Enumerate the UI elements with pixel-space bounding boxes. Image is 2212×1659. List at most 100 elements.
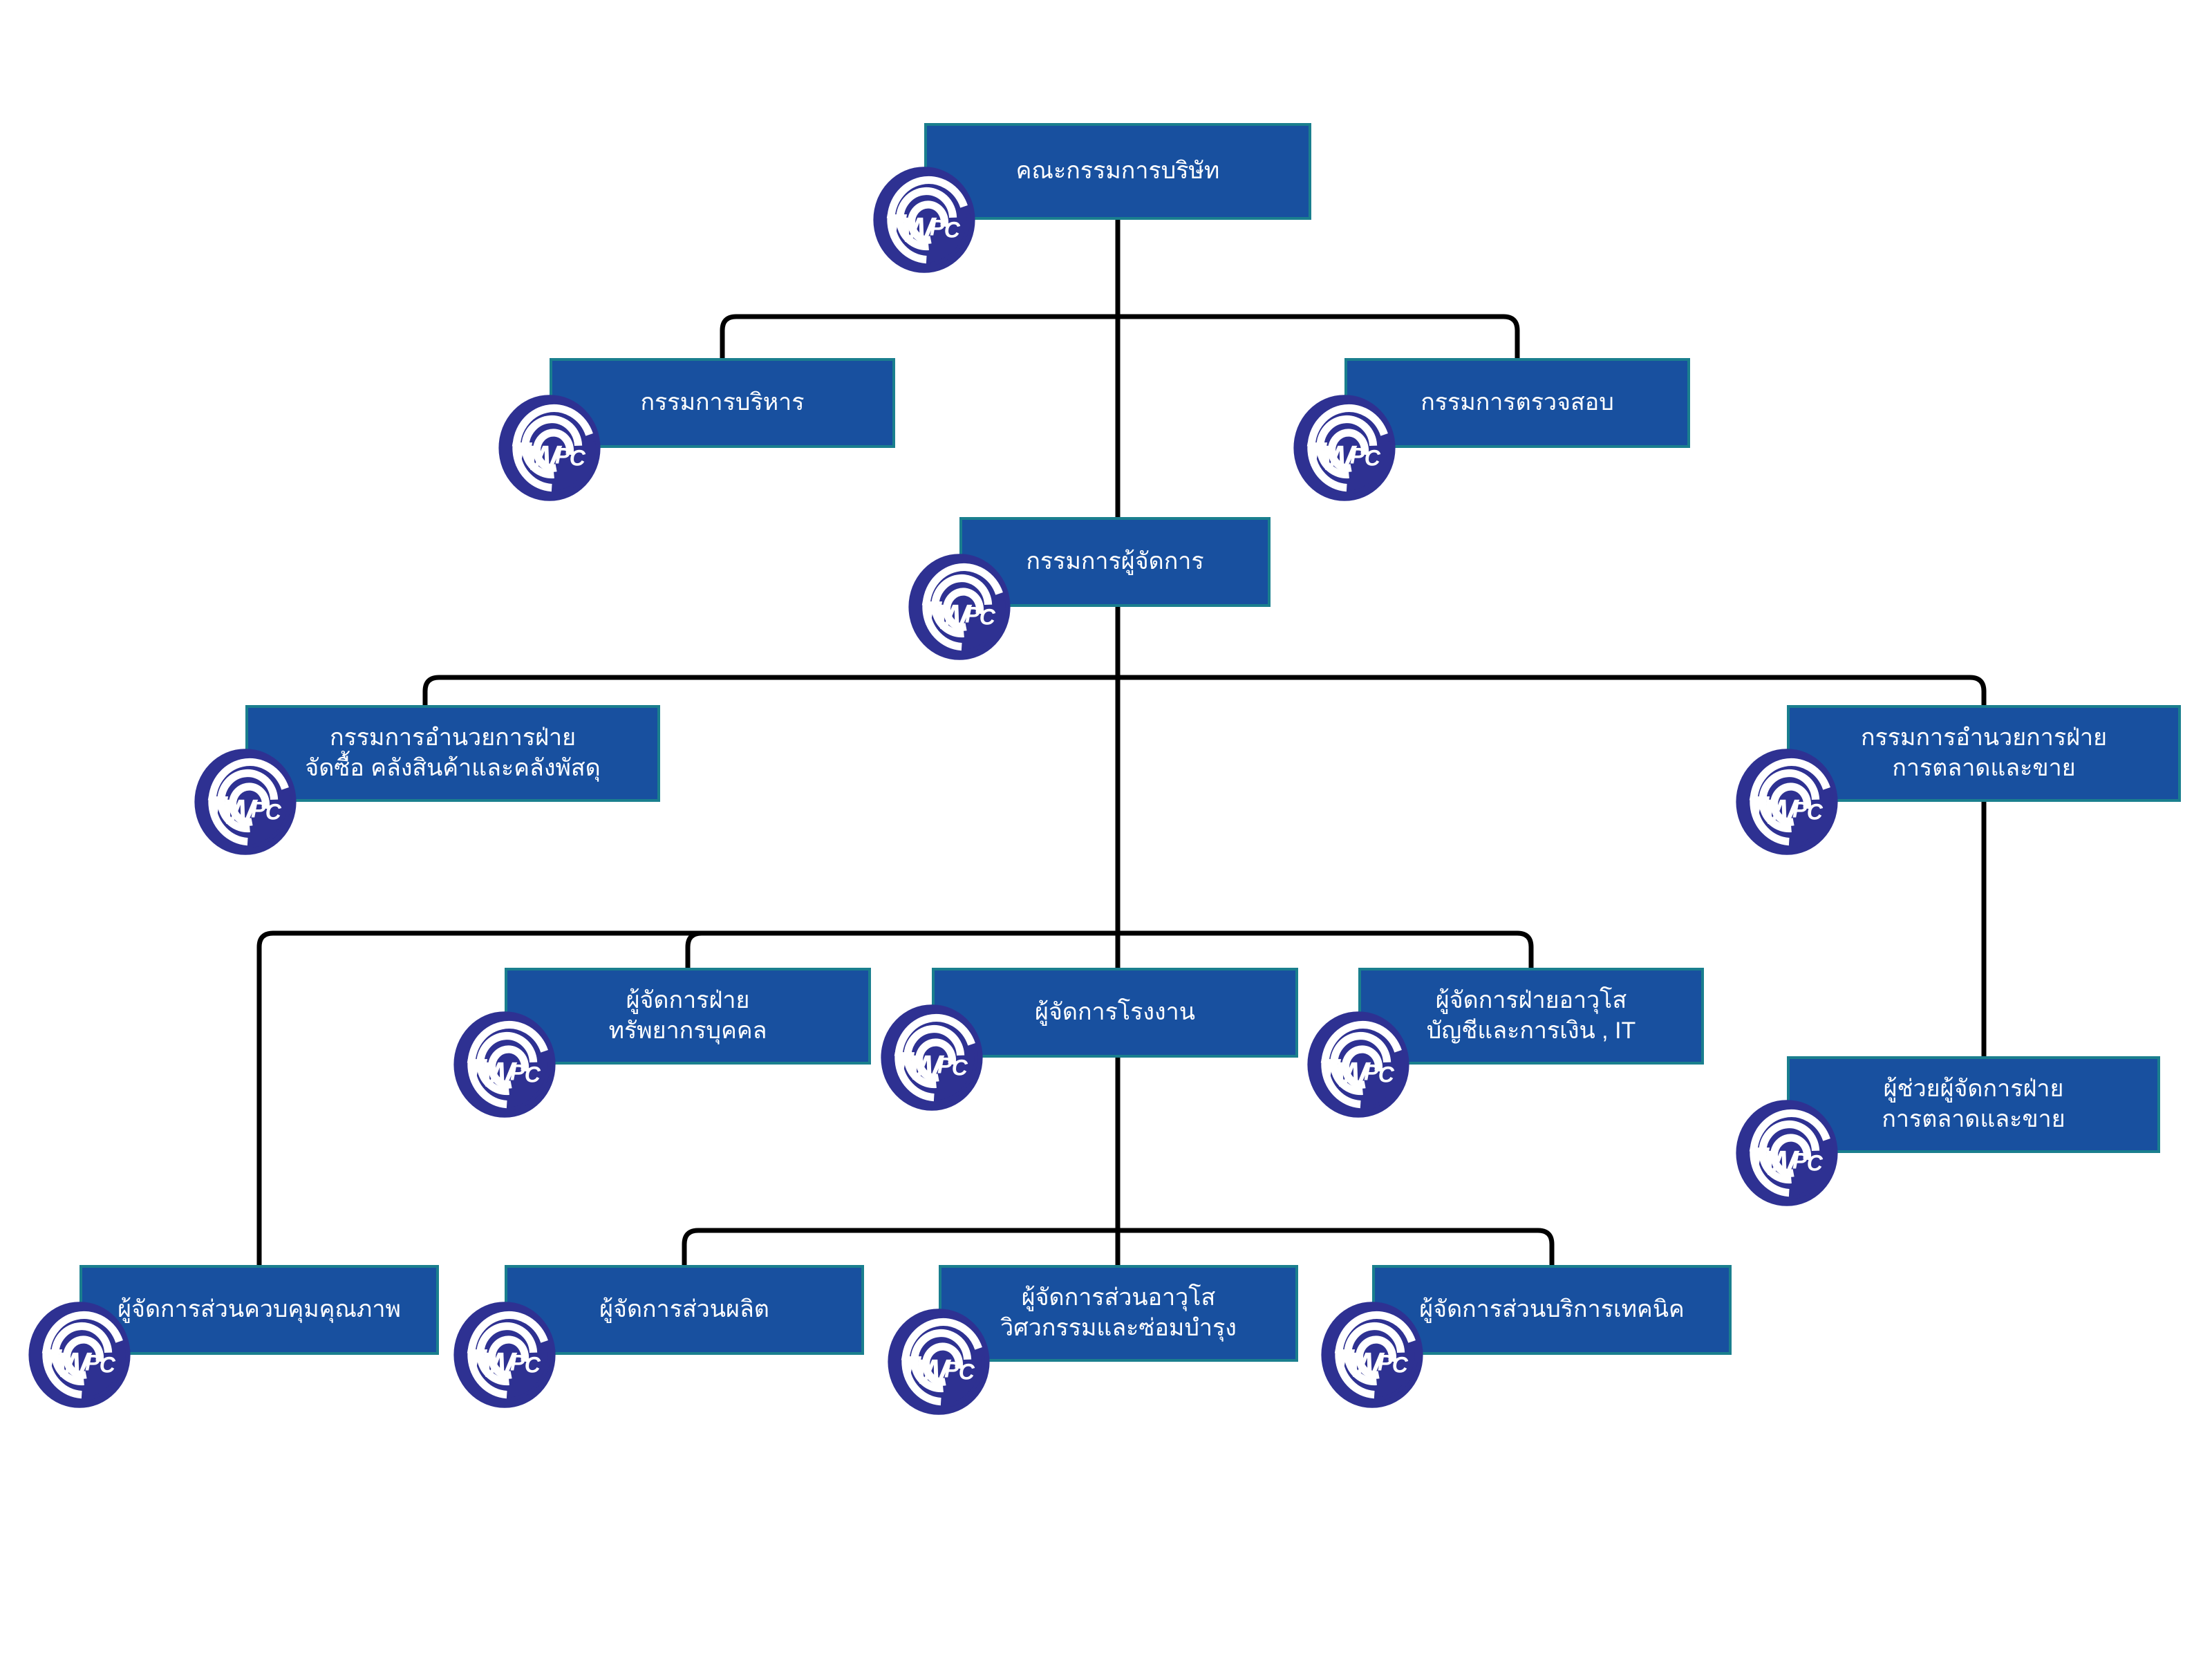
twpc-logo-icon: T W P C <box>190 747 301 857</box>
svg-text:W: W <box>915 1352 951 1391</box>
org-node-label: ผู้จัดการฝ่ายอาวุโส บัญชีและการเงิน , IT <box>1426 987 1636 1044</box>
svg-text:C: C <box>980 605 996 630</box>
org-node-senior-manager-accounting-finance-it[interactable]: ผู้จัดการฝ่ายอาวุโส บัญชีและการเงิน , IT <box>1358 968 1704 1065</box>
twpc-logo-icon: T W P C <box>1289 393 1400 503</box>
svg-text:T: T <box>1318 1053 1341 1090</box>
svg-text:C: C <box>959 1360 975 1385</box>
svg-text:P: P <box>510 1060 525 1085</box>
svg-text:P: P <box>944 1357 959 1382</box>
svg-text:C: C <box>1807 800 1824 825</box>
svg-text:W: W <box>1335 1055 1371 1094</box>
twpc-logo-icon: T W P C <box>1732 747 1842 857</box>
org-node-section-manager-quality-control[interactable]: ผู้จัดการส่วนควบคุมคุณภาพ <box>79 1265 439 1355</box>
svg-text:C: C <box>100 1353 116 1378</box>
connector-md-bus-hr <box>685 930 1118 968</box>
connector-plant-bus-technical <box>1118 1228 1555 1265</box>
twpc-logo-icon: T W P C <box>24 1300 135 1410</box>
twpc-logo-icon: T W P C <box>1317 1300 1427 1410</box>
svg-text:T: T <box>1747 791 1770 827</box>
org-node-label: กรรมการอำนวยการฝ่าย จัดซื้อ คลังสินค้าแล… <box>305 724 601 781</box>
twpc-logo-icon: T W P C <box>904 552 1015 662</box>
svg-text:W: W <box>1763 792 1799 832</box>
twpc-logo-icon: T W P C <box>877 1002 987 1113</box>
org-node-label: ผู้จัดการส่วนอาวุโส วิศวกรรมและซ่อมบำรุง <box>1000 1284 1237 1341</box>
connector-plant-bus-production <box>682 1228 1118 1265</box>
svg-text:C: C <box>1378 1062 1395 1087</box>
svg-text:P: P <box>930 215 945 240</box>
svg-text:P: P <box>251 797 266 822</box>
svg-text:W: W <box>901 210 937 250</box>
connector-board-bus-right <box>1118 314 1520 358</box>
org-node-managing-director[interactable]: กรรมการผู้จัดการ <box>959 517 1271 607</box>
org-node-section-manager-production[interactable]: ผู้จัดการส่วนผลิต <box>505 1265 864 1355</box>
svg-text:C: C <box>944 218 961 243</box>
org-node-board[interactable]: คณะกรรมการบริษัท <box>924 123 1311 220</box>
svg-text:W: W <box>56 1345 92 1385</box>
org-node-section-manager-technical-service[interactable]: ผู้จัดการส่วนบริการเทคนิค <box>1372 1265 1732 1355</box>
svg-text:C: C <box>1807 1151 1824 1176</box>
svg-text:P: P <box>1792 797 1808 822</box>
svg-text:C: C <box>1365 446 1381 471</box>
svg-text:C: C <box>570 446 586 471</box>
org-node-audit-committee[interactable]: กรรมการตรวจสอบ <box>1344 358 1690 448</box>
svg-text:W: W <box>1349 1345 1385 1385</box>
org-node-label: ผู้จัดการโรงงาน <box>1035 999 1195 1026</box>
org-node-label: คณะกรรมการบริษัท <box>1015 158 1220 185</box>
org-node-label: กรรมการผู้จัดการ <box>1026 548 1204 575</box>
connector-board-bus-left <box>720 314 1118 358</box>
svg-text:T: T <box>39 1344 62 1380</box>
connector-md-bus-left-director <box>422 675 1118 705</box>
org-node-senior-section-manager-engineering-maintenance[interactable]: ผู้จัดการส่วนอาวุโส วิศวกรรมและซ่อมบำรุง <box>939 1265 1298 1362</box>
org-node-label: ผู้จัดการส่วนควบคุมคุณภาพ <box>118 1296 401 1323</box>
twpc-logo-icon: T W P C <box>869 165 980 275</box>
org-node-label: ผู้ช่วยผู้จัดการฝ่าย การตลาดและขาย <box>1882 1076 2065 1132</box>
org-node-label: ผู้จัดการฝ่าย ทรัพยากรบุคคล <box>608 987 767 1044</box>
org-node-label: กรรมการบริหาร <box>640 389 805 416</box>
svg-text:T: T <box>919 596 942 632</box>
org-node-label: กรรมการอำนวยการฝ่าย การตลาดและขาย <box>1860 724 2108 781</box>
org-node-assistant-manager-marketing-sales[interactable]: ผู้ช่วยผู้จัดการฝ่าย การตลาดและขาย <box>1787 1056 2160 1153</box>
svg-text:P: P <box>510 1350 525 1375</box>
svg-text:T: T <box>1747 1142 1770 1179</box>
svg-text:P: P <box>85 1350 100 1375</box>
connector-md-bus-right-director <box>1118 675 1987 705</box>
svg-text:W: W <box>481 1345 517 1385</box>
svg-text:T: T <box>899 1351 921 1387</box>
svg-text:C: C <box>265 800 282 825</box>
svg-text:W: W <box>222 792 258 832</box>
svg-text:T: T <box>884 209 907 245</box>
svg-text:T: T <box>1304 437 1327 474</box>
svg-text:C: C <box>1392 1353 1409 1378</box>
twpc-logo-icon: T W P C <box>494 393 605 503</box>
svg-text:C: C <box>525 1062 541 1087</box>
svg-text:T: T <box>509 437 532 474</box>
org-node-executive-committee[interactable]: กรรมการบริหาร <box>550 358 895 448</box>
svg-text:W: W <box>1763 1143 1799 1183</box>
svg-text:P: P <box>1378 1350 1393 1375</box>
org-node-director-procurement-warehouse[interactable]: กรรมการอำนวยการฝ่าย จัดซื้อ คลังสินค้าแล… <box>245 705 660 802</box>
svg-text:P: P <box>965 602 980 627</box>
org-node-label: ผู้จัดการส่วนผลิต <box>599 1296 769 1323</box>
twpc-logo-icon: T W P C <box>449 1009 560 1120</box>
svg-text:P: P <box>1350 443 1365 468</box>
svg-text:P: P <box>1364 1060 1379 1085</box>
svg-text:P: P <box>555 443 570 468</box>
svg-text:P: P <box>1792 1148 1808 1173</box>
org-node-label: ผู้จัดการส่วนบริการเทคนิค <box>1419 1296 1685 1323</box>
twpc-logo-icon: T W P C <box>449 1300 560 1410</box>
org-node-label: กรรมการตรวจสอบ <box>1421 389 1614 416</box>
svg-text:T: T <box>205 791 228 827</box>
svg-text:C: C <box>525 1353 541 1378</box>
twpc-logo-icon: T W P C <box>883 1306 994 1417</box>
svg-text:T: T <box>1332 1344 1355 1380</box>
svg-text:W: W <box>1321 438 1357 478</box>
svg-text:P: P <box>937 1053 953 1078</box>
svg-text:C: C <box>952 1056 968 1080</box>
twpc-logo-icon: T W P C <box>1303 1009 1414 1120</box>
svg-text:W: W <box>936 597 972 637</box>
connector-md-bus-accounting <box>1118 930 1534 968</box>
svg-text:T: T <box>465 1344 487 1380</box>
org-node-director-marketing-sales[interactable]: กรรมการอำนวยการฝ่าย การตลาดและขาย <box>1787 705 2181 802</box>
